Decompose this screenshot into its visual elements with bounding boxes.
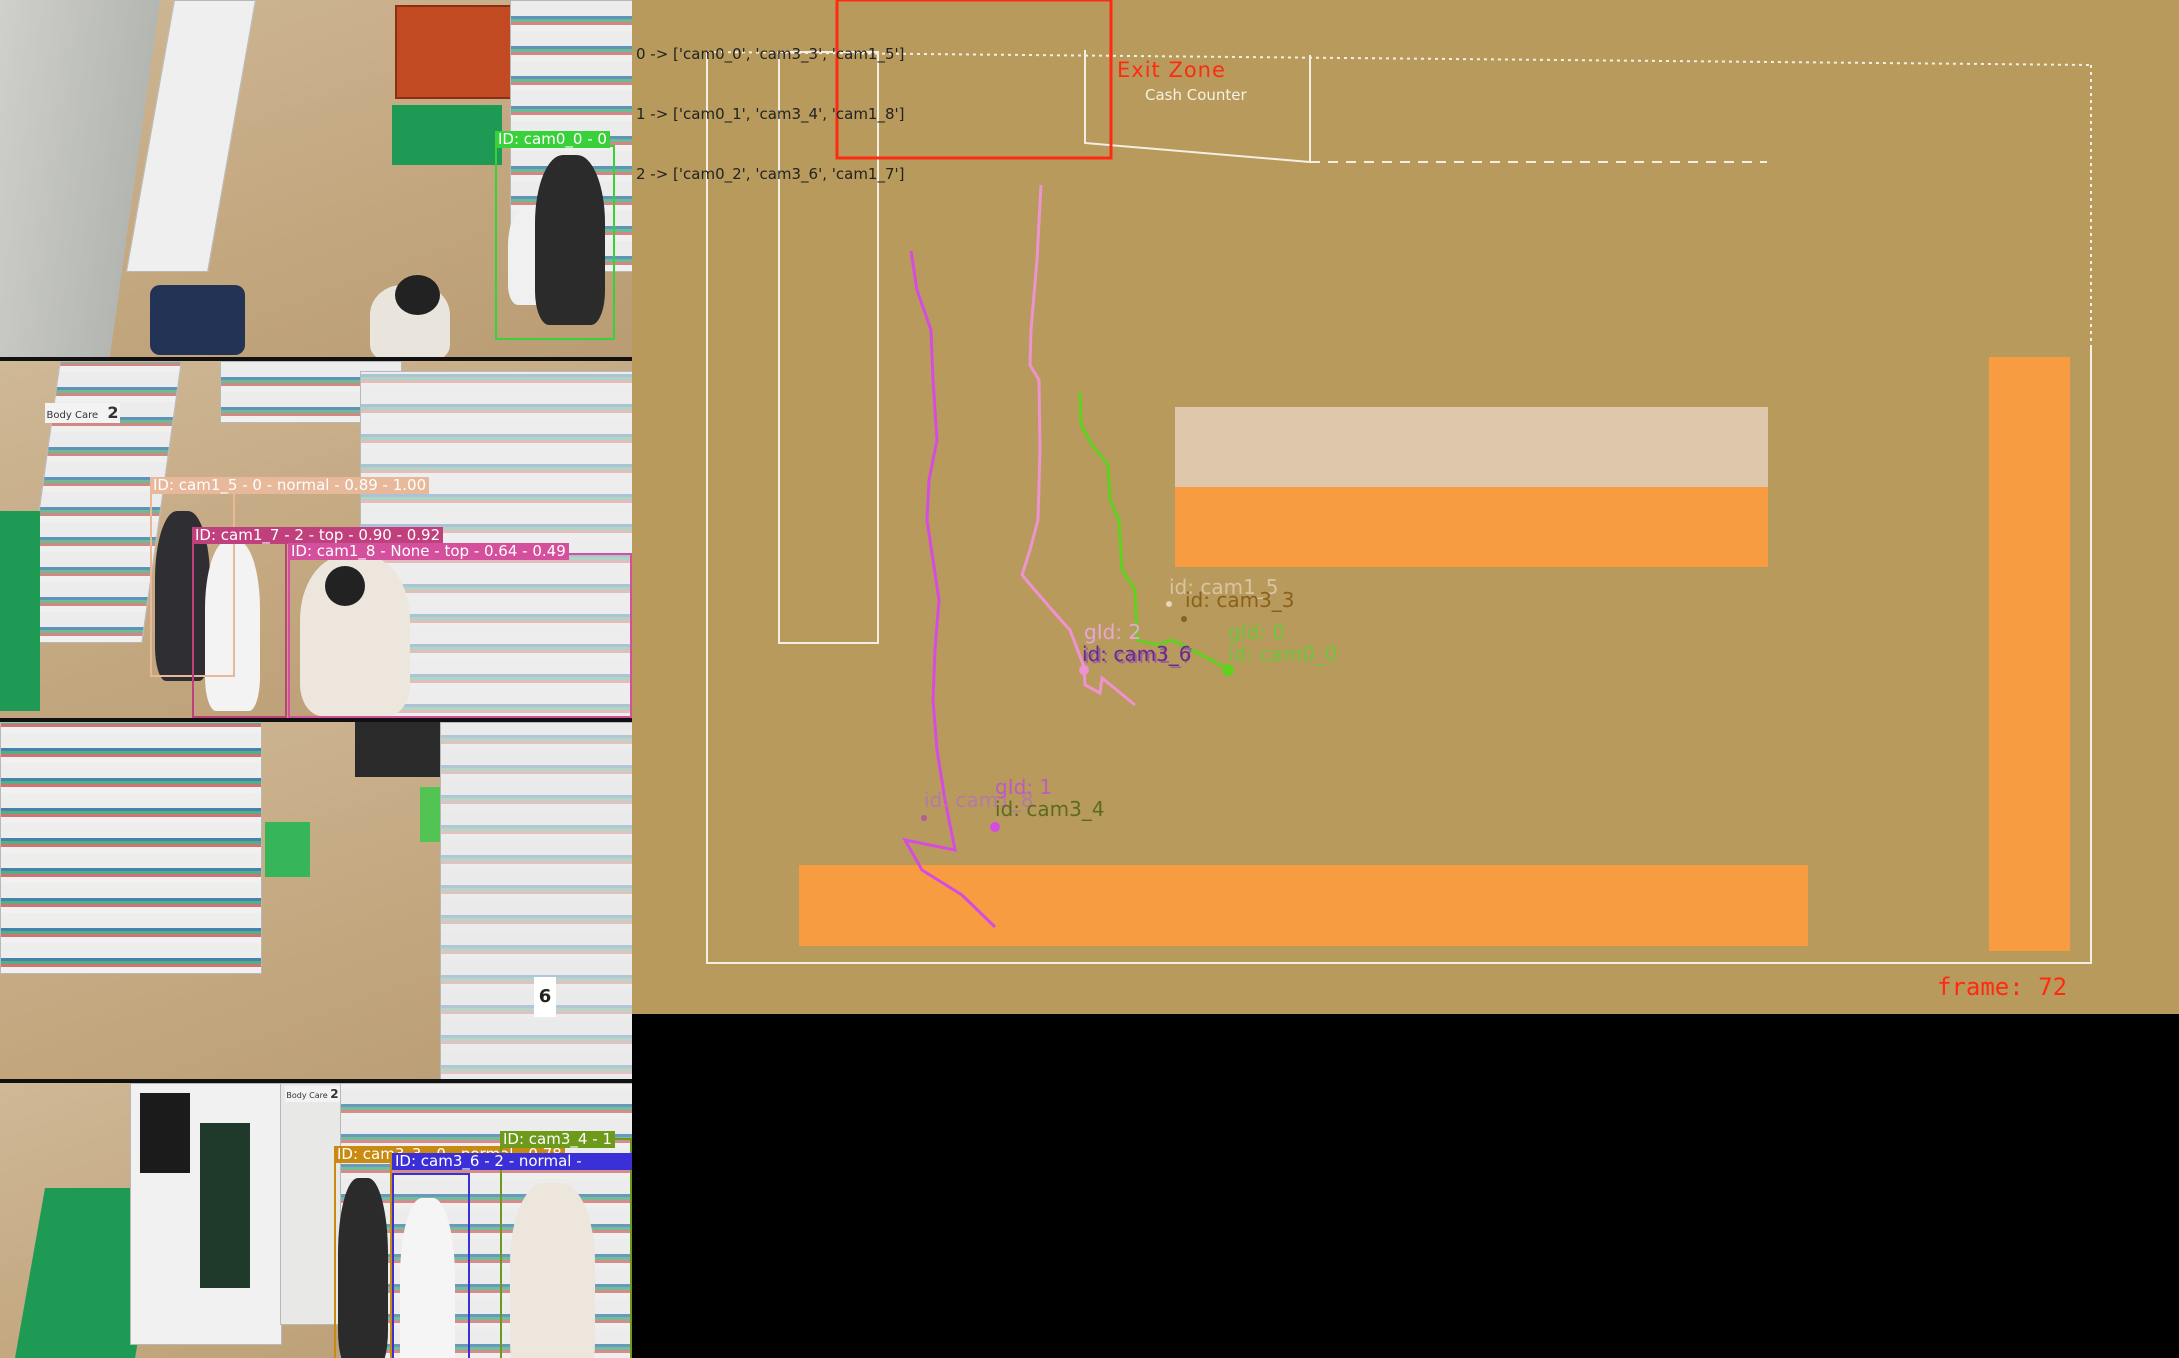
global-id-mapping-legend: 0 -> ['cam0_0', 'cam3_3', 'cam1_5'] 1 ->… <box>636 4 905 224</box>
gid-label-1: gId: 1 <box>995 775 1053 799</box>
detection-box-cam3-3[interactable] <box>334 1158 392 1358</box>
product-shelf <box>280 1083 342 1325</box>
shelf-bottom <box>799 865 1808 946</box>
person-head <box>395 275 440 315</box>
panel-divider <box>0 357 632 361</box>
legend-row: 0 -> ['cam0_0', 'cam3_3', 'cam1_5'] <box>636 45 905 63</box>
exit-zone <box>835 0 1113 160</box>
track-id-label-1: id: cam3_4 <box>995 797 1105 821</box>
shelf-center-top <box>1175 407 1768 487</box>
detection-label: ID: cam1_7 - 2 - top - 0.90 - 0.92 <box>192 527 444 544</box>
gid-label-2: gId: 2 <box>1084 620 1142 644</box>
shelf-sign-name: Body Care <box>286 1091 328 1100</box>
monitor <box>200 1123 250 1288</box>
chair <box>150 285 245 355</box>
store-boundary-dotted <box>706 51 2092 66</box>
shelf-sign: Body Care 2 <box>285 1086 340 1102</box>
legend-row: 2 -> ['cam0_2', 'cam3_6', 'cam1_7'] <box>636 165 905 183</box>
shelf-sign: 6 <box>534 977 556 1017</box>
track-endpoint-gid-2 <box>1079 665 1089 675</box>
cash-counter-label: Cash Counter <box>1145 86 1247 104</box>
detection-point-cam1-5 <box>1166 601 1172 607</box>
panel-divider <box>0 1079 632 1083</box>
id-label-cam1-5: id: cam1_5 <box>1169 575 1279 599</box>
shelf-center-bottom <box>1175 487 1768 567</box>
empty-black-area <box>632 1014 2179 1358</box>
product-shelf <box>440 722 632 1079</box>
camera-feed-cam2: 6 <box>0 722 632 1079</box>
camera-feed-cam0: ID: cam0_0 - 0 <box>0 0 632 357</box>
detection-label: ID: cam0_0 - 0 <box>495 131 610 148</box>
detection-box-cam3-4[interactable] <box>500 1138 632 1358</box>
detection-label: ID: cam3_6 - 2 - normal - <box>392 1153 632 1170</box>
detection-point-cam1-8 <box>921 815 927 821</box>
store-boundary <box>706 52 2092 964</box>
green-mat <box>0 511 40 711</box>
shelf-outline-left <box>778 51 879 644</box>
track-endpoint-gid-1 <box>990 822 1000 832</box>
track-id-label-2: id: cam3_6 <box>1082 642 1192 666</box>
detection-box-cam1-8[interactable] <box>288 553 632 718</box>
legend-row: 1 -> ['cam0_1', 'cam3_4', 'cam1_8'] <box>636 105 905 123</box>
map-canvas <box>706 0 2092 964</box>
detection-box-cam0-0[interactable] <box>495 145 615 340</box>
track-gid-2 <box>1020 184 1136 707</box>
person <box>338 1178 388 1358</box>
person <box>400 1198 455 1358</box>
green-mat <box>392 105 502 165</box>
store-floor-map: 0 -> ['cam0_0', 'cam3_3', 'cam1_5'] 1 ->… <box>632 0 2179 1014</box>
frame-counter: frame: 72 <box>1937 973 2068 1001</box>
track-gid-0 <box>1078 391 1231 672</box>
product-shelf <box>0 722 262 974</box>
gid-label-0: gId: 0 <box>1228 620 1286 644</box>
track-endpoint-gid-0 <box>1222 664 1234 676</box>
track-gid-1 <box>902 250 997 929</box>
panel-divider <box>0 718 632 722</box>
id-label-cam1-7: id: cam1_7 <box>1084 644 1194 668</box>
exit-zone-label: Exit Zone <box>1117 58 1226 82</box>
detection-label: ID: cam1_8 - None - top - 0.64 - 0.49 <box>288 543 569 560</box>
shelf-sign-number: 6 <box>538 986 552 1007</box>
person <box>510 1183 595 1358</box>
camera-feed-cam1: Body Care 2 ID: cam1_5 - 0 - normal - 0.… <box>0 361 632 718</box>
shelf-sign-name: Body Care <box>46 410 99 421</box>
camera-feed-cam3: Body Care 2 ID: cam3_3 - 0 - normal - 0.… <box>0 1083 632 1358</box>
detection-label: ID: cam1_5 - 0 - normal - 0.89 - 1.00 <box>150 477 430 494</box>
person <box>535 155 605 325</box>
detection-label: ID: cam3_4 - 1 <box>500 1131 615 1148</box>
id-label-cam1-8: id: cam1_8 <box>924 788 1034 812</box>
person <box>205 541 260 711</box>
detection-box-cam1-7[interactable] <box>192 537 287 718</box>
shelf-sign-number: 2 <box>330 1087 339 1101</box>
shelf-right <box>1989 357 2070 951</box>
cash-counter-outline <box>1084 50 1311 164</box>
printer <box>140 1093 190 1173</box>
id-label-cam3-3: id: cam3_3 <box>1185 588 1295 612</box>
shelf-sign: Body Care 2 <box>45 403 120 423</box>
detection-box-cam3-6[interactable] <box>392 1173 470 1358</box>
shelf-sign-number: 2 <box>107 403 119 422</box>
green-mat <box>265 822 310 877</box>
track-id-label-0: id: cam0_0 <box>1228 642 1338 666</box>
detection-point-cam3-3 <box>1181 616 1187 622</box>
person-head <box>325 566 365 606</box>
